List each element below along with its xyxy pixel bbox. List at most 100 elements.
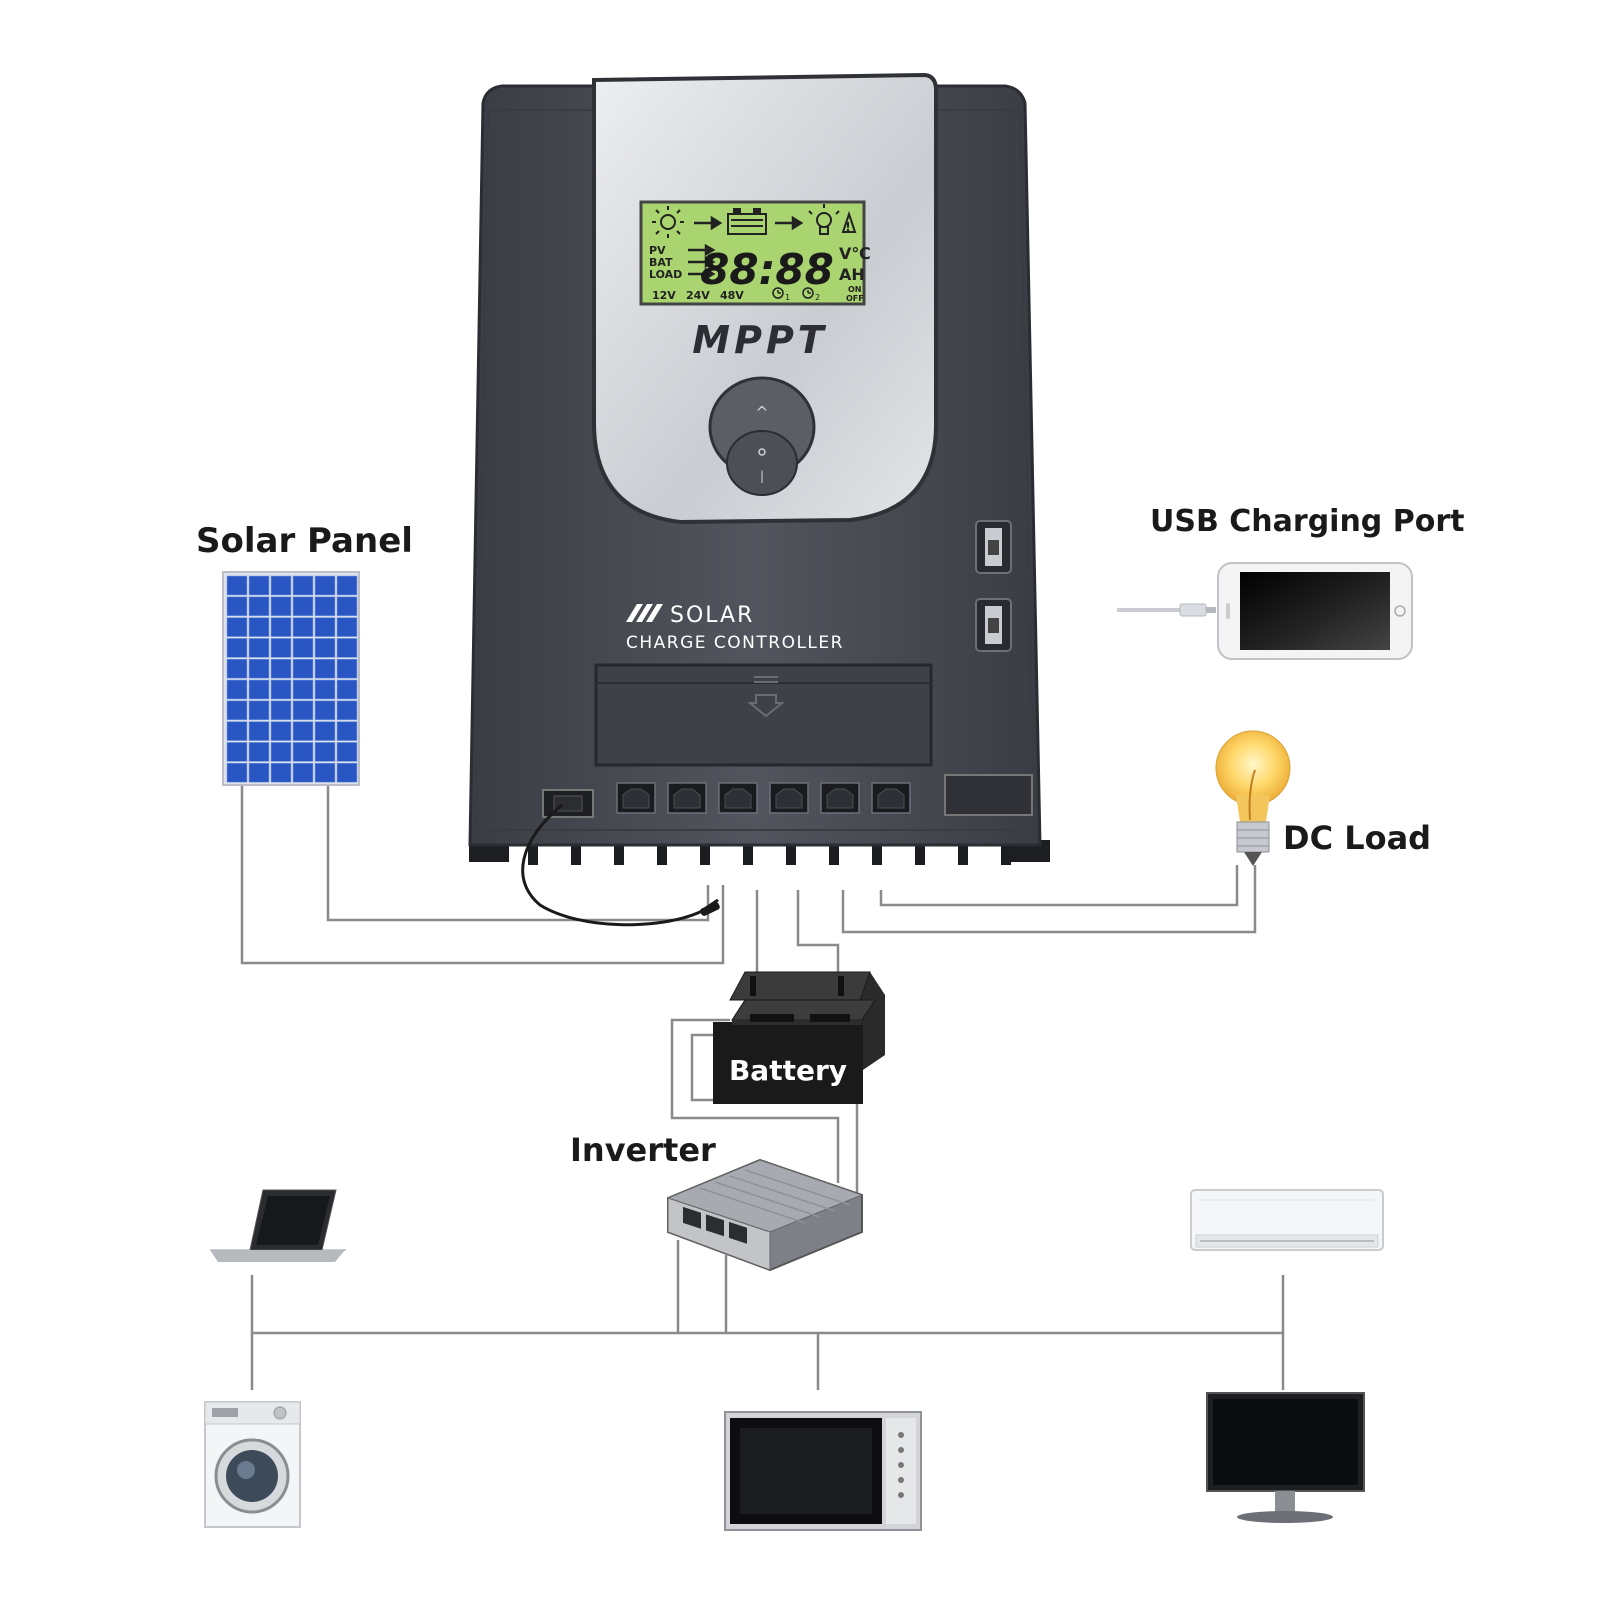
controller-side-block: [944, 774, 1033, 816]
lcd-timer-2: 2: [815, 293, 820, 302]
solar-cell: [314, 617, 336, 637]
solar-cell: [270, 575, 292, 596]
usb-port-label: USB Charging Port: [1150, 504, 1464, 539]
usb-cable-icon: [1117, 603, 1216, 617]
bulb-icon: [1215, 730, 1291, 866]
battery: Battery: [713, 971, 885, 1104]
load-wire-2: [841, 865, 1257, 934]
solar-cell: [226, 617, 248, 637]
terminal-screw[interactable]: [718, 782, 758, 814]
controller-title-line1: SOLAR: [670, 603, 754, 628]
solar-cell: [292, 575, 314, 596]
solar-cells: [226, 575, 358, 783]
solar-cell: [270, 617, 292, 637]
laptop-icon: [209, 1189, 347, 1262]
solar-cell: [248, 679, 270, 700]
solar-cell: [336, 742, 358, 762]
lcd-timer-1: 1: [785, 293, 790, 302]
terminal-screw[interactable]: [616, 782, 656, 814]
lcd-digits: 88:88: [700, 245, 834, 294]
solar-cell: [314, 679, 336, 700]
heatsink-fin: [700, 835, 710, 865]
solar-cell: [336, 575, 358, 596]
solar-cell: [314, 721, 336, 741]
lcd-row-arrows: [688, 243, 716, 281]
solar-cell: [270, 658, 292, 679]
solar-cell: [248, 575, 270, 596]
solar-wire-positive: [326, 785, 710, 922]
solar-cell: [292, 700, 314, 721]
solar-cell: [292, 658, 314, 679]
solar-cell: [270, 762, 292, 783]
lcd-row-load: LOAD: [649, 268, 682, 281]
solar-cell: [314, 700, 336, 721]
solar-panel-label: Solar Panel: [196, 521, 413, 561]
solar-cell: [248, 658, 270, 679]
temperature-sensor-port[interactable]: [542, 789, 594, 818]
inverter-icon: [666, 1158, 864, 1272]
terminal-screw[interactable]: [820, 782, 860, 814]
button-up-mark: ^: [755, 403, 768, 422]
controller-title-line2: CHARGE CONTROLLER: [626, 633, 844, 653]
battery-icon: [727, 208, 767, 235]
heatsink-fin: [614, 835, 624, 865]
usb-port-1[interactable]: [975, 520, 1012, 574]
control-button[interactable]: ^ |: [708, 376, 816, 496]
lcd-on: ON: [848, 285, 862, 294]
solar-cell: [248, 700, 270, 721]
inverter-wire-2: [690, 1033, 859, 1200]
heatsink-fin: [829, 835, 839, 865]
solar-cell: [226, 742, 248, 762]
solar-cell: [336, 638, 358, 658]
bulb-icon: [808, 204, 840, 235]
lcd-volt-48: 48V: [720, 289, 744, 302]
solar-cell: [270, 679, 292, 700]
wires: [240, 785, 1285, 1390]
solar-cell: [336, 700, 358, 721]
heatsink-fin: [571, 835, 581, 865]
lcd-unit-top: V℃: [839, 244, 871, 263]
solar-cell: [314, 638, 336, 658]
dc-load-label: DC Load: [1283, 819, 1431, 857]
usb-port-2[interactable]: [975, 598, 1012, 652]
solar-cell: [270, 721, 292, 741]
solar-cell: [336, 658, 358, 679]
terminal-screw[interactable]: [769, 782, 809, 814]
sun-icon: [652, 206, 684, 238]
heatsink-fin: [528, 835, 538, 865]
battery-label: Battery: [729, 1054, 847, 1087]
heatsink-fin: [657, 835, 667, 865]
arrow-right-icon: [694, 215, 723, 231]
solar-wire-negative: [240, 785, 725, 965]
lcd-row-bat: BAT: [649, 256, 673, 269]
heatsink-fin: [1001, 835, 1011, 865]
solar-cell: [292, 762, 314, 783]
solar-cell: [226, 575, 248, 596]
solar-cell: [336, 721, 358, 741]
solar-cell: [292, 742, 314, 762]
lcd-row-pv: PV: [649, 244, 666, 257]
solar-cell: [248, 596, 270, 617]
heatsink-fin: [958, 835, 968, 865]
air-conditioner-icon: [1190, 1189, 1384, 1251]
alarm-icon: [802, 287, 814, 299]
terminal-screw[interactable]: [871, 782, 911, 814]
button-down-mark: |: [760, 469, 764, 483]
solar-cell: [314, 575, 336, 596]
solar-cell: [292, 596, 314, 617]
terminal-screw[interactable]: [667, 782, 707, 814]
load-wire-1: [879, 865, 1239, 907]
solar-cell: [270, 742, 292, 762]
terminal-cover[interactable]: [594, 663, 933, 767]
solar-cell: [336, 596, 358, 617]
solar-cell: [336, 617, 358, 637]
heatsink-fin: [786, 835, 796, 865]
solar-cell: [270, 700, 292, 721]
lcd-unit-bottom: AH: [839, 265, 865, 284]
solar-cell: [314, 658, 336, 679]
solar-cell: [226, 679, 248, 700]
solar-cell: [248, 742, 270, 762]
svg-text:!: !: [845, 220, 850, 234]
arrow-right-icon: [775, 215, 804, 231]
